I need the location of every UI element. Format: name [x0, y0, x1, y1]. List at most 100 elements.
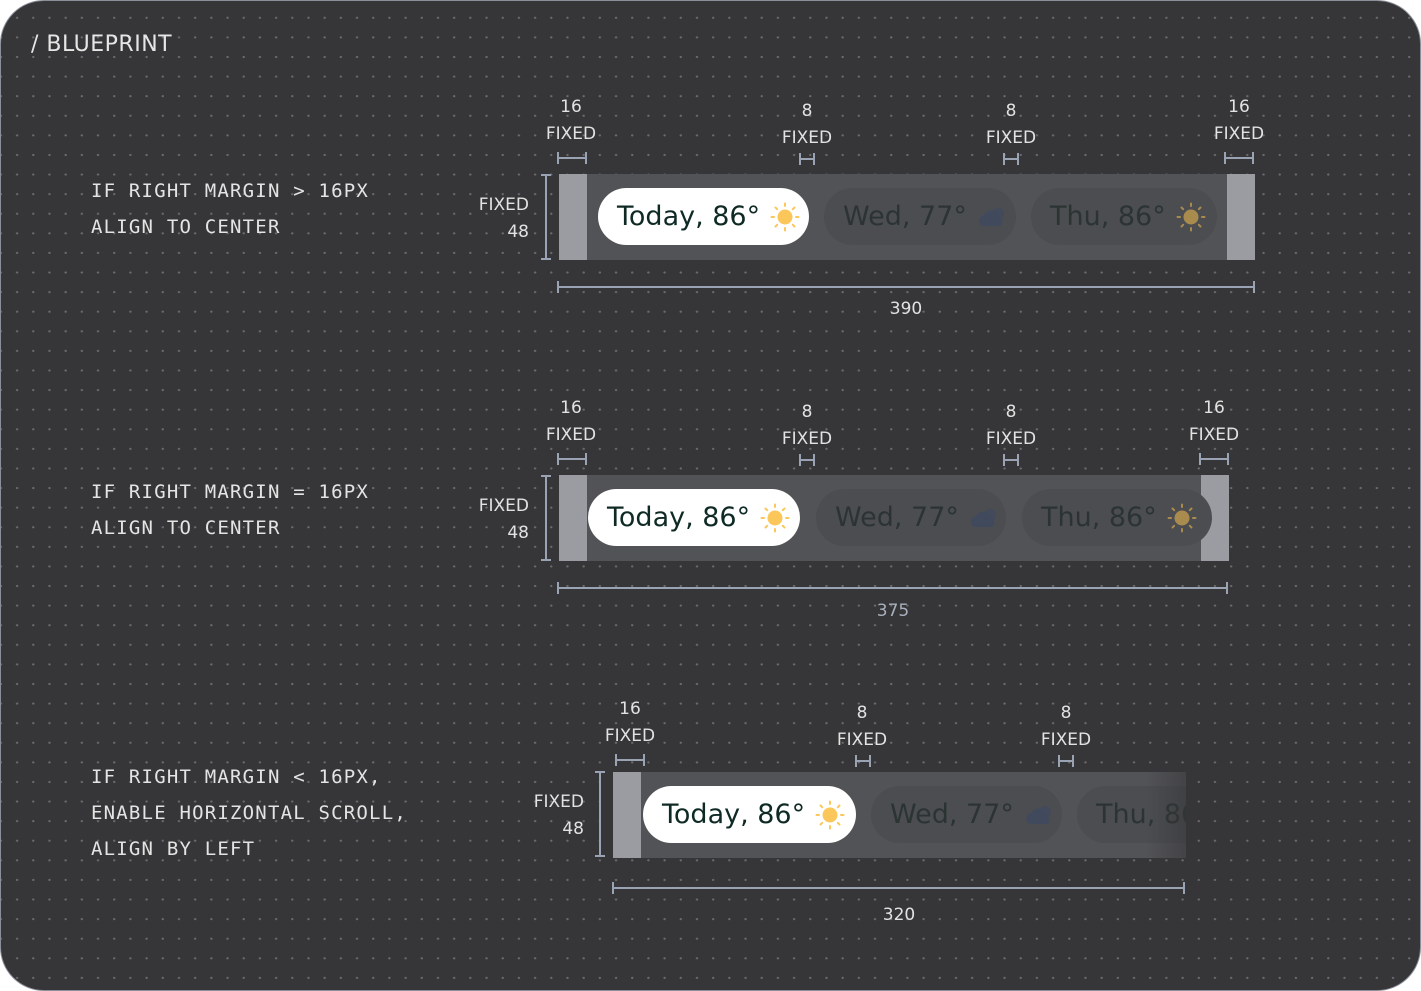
dim-label: FIXED — [478, 195, 529, 215]
dim-label: FIXED — [985, 128, 1037, 148]
dim-value: 16 — [1203, 398, 1225, 418]
cloud-icon — [979, 207, 1004, 226]
dim-value: 8 — [1005, 101, 1017, 121]
cloud-icon — [1026, 805, 1051, 824]
rule-text: IF RIGHT MARGIN < 16PX, ENABLE HORIZONTAL… — [91, 759, 407, 867]
dim-value: 16 — [619, 699, 641, 719]
rule-line: ALIGN BY LEFT — [91, 838, 256, 860]
total-width-measure — [557, 582, 1228, 594]
total-width-measure — [612, 882, 1185, 894]
day-chip-today[interactable]: Today, 86° — [598, 188, 809, 245]
dim-value: 16 — [1228, 97, 1250, 117]
dim-value: 48 — [562, 819, 584, 839]
dim-label: FIXED — [545, 425, 597, 445]
gap-measure — [1003, 454, 1019, 466]
dim-value: 48 — [507, 222, 529, 242]
left-margin-block — [613, 772, 641, 858]
total-width-label: 320 — [882, 905, 916, 925]
left-margin-measure — [557, 453, 587, 465]
cloud-icon — [971, 508, 996, 527]
chip-strip: Today, 86° Wed, 77° Thu, 86° — [559, 475, 1229, 561]
left-margin-measure — [557, 152, 587, 164]
dim-label: FIXED — [478, 496, 529, 516]
chip-label: Wed, 77° — [890, 799, 1014, 830]
chip-label: Today, 86° — [662, 799, 806, 830]
gap-measure — [1058, 755, 1074, 767]
rule-line: IF RIGHT MARGIN = 16PX — [91, 481, 370, 503]
height-measure — [595, 771, 605, 857]
chip-label: Wed, 77° — [835, 502, 959, 533]
dim-value: 8 — [1060, 703, 1072, 723]
dim-label: FIXED — [836, 730, 888, 750]
total-width-label: 375 — [876, 601, 910, 621]
dim-label: FIXED — [781, 429, 833, 449]
left-margin-block — [559, 475, 587, 561]
height-measure — [541, 475, 551, 561]
day-chip-thu[interactable]: Thu, 86° — [1022, 489, 1212, 546]
right-margin-block — [1227, 174, 1255, 260]
dim-value: 16 — [560, 398, 582, 418]
sun-icon — [1176, 202, 1206, 231]
day-chip-today[interactable]: Today, 86° — [588, 489, 800, 546]
scroll-fade — [1146, 772, 1186, 858]
height-annotation: FIXED 48 — [522, 789, 584, 843]
left-margin-block — [559, 174, 587, 260]
dim-value: 8 — [856, 703, 868, 723]
dim-label: FIXED — [1040, 730, 1092, 750]
rule-line: ALIGN TO CENTER — [91, 216, 281, 238]
dim-label: FIXED — [781, 128, 833, 148]
right-margin-measure — [1224, 152, 1254, 164]
dim-value: 8 — [801, 101, 813, 121]
page-title: / BLUEPRINT — [31, 32, 173, 57]
rule-text: IF RIGHT MARGIN = 16PX ALIGN TO CENTER — [91, 474, 369, 546]
gap-measure — [799, 454, 815, 466]
rule-line: ENABLE HORIZONTAL SCROLL, — [91, 802, 407, 824]
dim-label: FIXED — [1188, 425, 1240, 445]
dim-value: 16 — [560, 97, 582, 117]
dim-label: FIXED — [985, 429, 1037, 449]
day-chip-wed[interactable]: Wed, 77° — [871, 786, 1062, 843]
chip-label: Today, 86° — [617, 201, 761, 232]
dim-label: FIXED — [545, 124, 597, 144]
day-chip-today[interactable]: Today, 86° — [643, 786, 856, 843]
dim-label: FIXED — [533, 792, 584, 812]
gap-measure — [1003, 153, 1019, 165]
sun-icon — [760, 503, 790, 532]
chip-strip-scrollable[interactable]: Today, 86° Wed, 77° Thu, 86 — [613, 772, 1186, 858]
sun-icon — [815, 800, 845, 829]
dim-label: FIXED — [604, 726, 656, 746]
dim-label: FIXED — [1213, 124, 1265, 144]
total-width-label: 390 — [889, 299, 923, 319]
rule-line: IF RIGHT MARGIN < 16PX, — [91, 766, 382, 788]
dim-value: 48 — [507, 523, 529, 543]
rule-line: ALIGN TO CENTER — [91, 517, 281, 539]
chip-strip: Today, 86° Wed, 77° Thu, 86° — [559, 174, 1255, 260]
sun-icon — [770, 202, 800, 231]
chip-label: Thu, 86° — [1041, 502, 1157, 533]
height-measure — [541, 174, 551, 260]
day-chip-wed[interactable]: Wed, 77° — [816, 489, 1006, 546]
gap-measure — [855, 755, 871, 767]
chip-label: Thu, 86° — [1050, 201, 1166, 232]
gap-measure — [799, 153, 815, 165]
rule-line: IF RIGHT MARGIN > 16PX — [91, 180, 370, 202]
right-margin-measure — [1199, 453, 1229, 465]
chip-label: Today, 86° — [607, 502, 751, 533]
left-margin-measure — [615, 754, 645, 766]
total-width-measure — [557, 281, 1255, 293]
day-chip-thu[interactable]: Thu, 86° — [1031, 188, 1217, 245]
rule-text: IF RIGHT MARGIN > 16PX ALIGN TO CENTER — [91, 173, 369, 245]
chip-label: Wed, 77° — [843, 201, 967, 232]
day-chip-wed[interactable]: Wed, 77° — [824, 188, 1016, 245]
